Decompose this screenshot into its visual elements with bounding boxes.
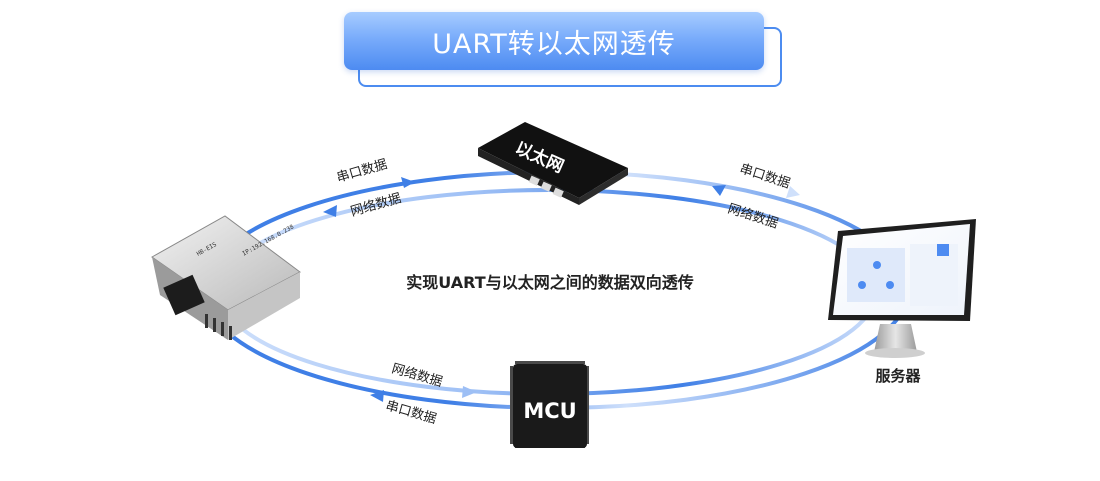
mcu-label: MCU — [523, 399, 576, 423]
center-caption: 实现UART与以太网之间的数据双向透传 — [406, 273, 693, 292]
server-monitor: 服务器 — [828, 219, 976, 385]
page-title: UART转以太网透传 — [344, 12, 764, 70]
flow-label-top-right-inner: 网络数据 — [726, 201, 780, 232]
arrow-bottom-left-outer — [462, 386, 477, 398]
arrow-top-left-outer — [401, 177, 415, 188]
arrow-top-right-outer — [786, 186, 800, 198]
mcu-chip: MCU — [510, 361, 589, 448]
arrow-top-left-inner — [323, 205, 337, 217]
server-label: 服务器 — [875, 367, 921, 385]
arrow-bottom-left-inner — [370, 390, 384, 402]
flow-label-bottom-left-inner: 串口数据 — [384, 398, 438, 427]
ethernet-switch: 以太网 — [478, 122, 628, 205]
arrow-top-right-inner — [712, 185, 726, 196]
flow-label-top-right-outer: 串口数据 — [738, 162, 792, 192]
serial-ethernet-module: HB-EIS IP:192.168.0.238 — [151, 215, 301, 340]
flow-label-top-left-outer: 串口数据 — [335, 157, 389, 186]
